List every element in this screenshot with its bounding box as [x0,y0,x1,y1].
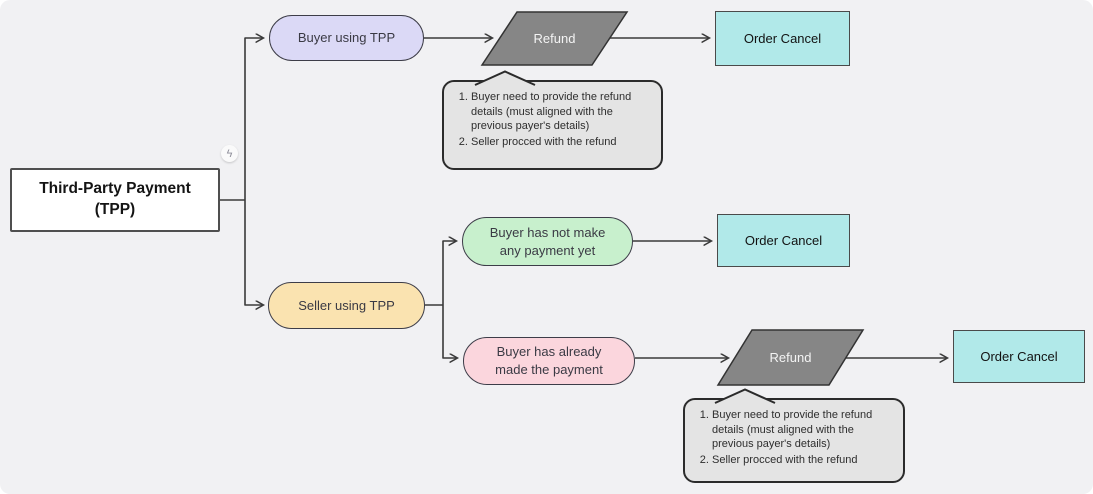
note-item: Buyer need to provide the refund details… [712,408,895,452]
refund-note-bottom-list: Buyer need to provide the refund details… [685,400,903,476]
refund-parallelogram-top[interactable] [480,11,629,66]
node-buyer-already-paid[interactable]: Buyer has already made the payment [463,337,635,385]
connector-root-to-seller [244,200,263,305]
refund-note-bottom[interactable]: Buyer need to provide the refund details… [683,387,905,483]
refund-note-top[interactable]: Buyer need to provide the refund details… [442,69,663,170]
node-buyer-using-tpp[interactable]: Buyer using TPP [269,15,424,61]
note-tail-top [474,69,536,86]
node-order-cancel-bottom[interactable]: Order Cancel [953,330,1085,383]
refund-top-label: Refund [533,31,576,46]
node-order-cancel-middle-label: Order Cancel [744,233,823,248]
node-third-party-payment-label: Third-Party Payment (TPP) [39,180,191,218]
node-third-party-payment[interactable]: Third-Party Payment (TPP) [10,168,220,232]
lightning-icon: ϟ [226,147,233,160]
note-tail-bottom [714,387,776,404]
connector-seller-to-nopayment [442,241,456,305]
node-order-cancel-bottom-label: Order Cancel [980,349,1058,364]
node-seller-using-tpp[interactable]: Seller using TPP [268,282,425,329]
node-order-cancel-top-label: Order Cancel [743,31,822,46]
note-item: Seller procced with the refund [471,135,653,150]
node-seller-using-tpp-label: Seller using TPP [298,297,395,313]
node-buyer-no-payment-label: Buyer has not make any payment yet [489,224,606,258]
refund-bottom-label: Refund [769,350,812,365]
connector-root-to-buyer [244,38,263,200]
note-item: Seller procced with the refund [712,453,895,468]
node-order-cancel-top[interactable]: Order Cancel [715,11,850,66]
note-item: Buyer need to provide the refund details… [471,90,653,134]
node-order-cancel-middle[interactable]: Order Cancel [717,214,850,267]
node-buyer-already-paid-label: Buyer has already made the payment [495,344,603,377]
quick-connect-icon[interactable]: ϟ [221,145,238,162]
connector-seller-to-paid [442,305,457,358]
refund-note-top-list: Buyer need to provide the refund details… [444,82,661,158]
refund-parallelogram-bottom[interactable] [716,329,865,386]
node-buyer-using-tpp-label: Buyer using TPP [297,30,396,46]
node-buyer-no-payment[interactable]: Buyer has not make any payment yet [462,217,633,266]
